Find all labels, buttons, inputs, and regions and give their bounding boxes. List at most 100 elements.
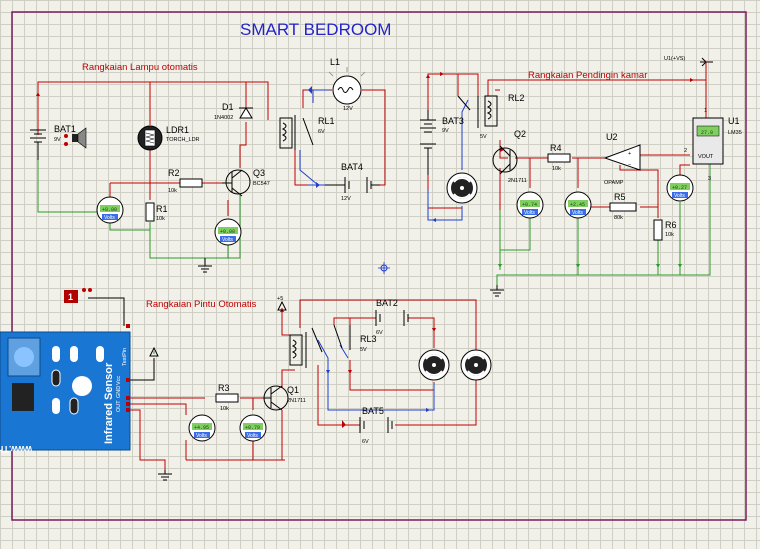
d1-ref: D1 <box>222 102 234 112</box>
u2-ref: U2 <box>606 132 618 142</box>
sheet-border <box>11 11 747 521</box>
voltmeter-door-1[interactable] <box>188 414 216 442</box>
temperature-sensor-u1[interactable] <box>692 117 724 165</box>
r4-value: 10k <box>552 166 561 172</box>
vm-cool1-unit: Volts <box>524 210 535 216</box>
voltmeter-door-2[interactable] <box>239 414 267 442</box>
q3-value: BC547 <box>253 181 270 187</box>
voltmeter-lamp-1[interactable] <box>96 196 124 224</box>
r2-value: 10k <box>168 188 177 194</box>
bat1-value: 9V <box>54 137 61 143</box>
cooler-ground-symbol <box>490 285 504 297</box>
vm-lamp2-reading: +0.00 <box>220 229 235 235</box>
transistor-q1[interactable] <box>263 385 289 411</box>
vm-cool1-reading: +0.74 <box>522 202 537 208</box>
sensor-pin-out: OUT <box>116 400 122 412</box>
lamp-circuit-wires <box>37 81 386 259</box>
battery-bat5[interactable] <box>359 417 393 433</box>
voltmeter-cooler-2[interactable] <box>564 191 592 219</box>
opamp-u2[interactable]: + − <box>603 144 641 171</box>
sensor-pin-pads <box>126 324 130 412</box>
door-ground-symbol <box>158 470 172 481</box>
transistor-q3[interactable] <box>222 169 251 197</box>
sensor-pin-gnd: GND <box>116 386 122 398</box>
r1-ref: R1 <box>156 204 168 214</box>
r5-value: 80k <box>614 215 623 221</box>
vm-door2-reading: +0.79 <box>245 425 260 431</box>
ldr1-ref: LDR1 <box>166 125 189 135</box>
bat3-ref: BAT3 <box>442 116 464 126</box>
bat4-ref: BAT4 <box>341 162 363 172</box>
q2-ref: Q2 <box>514 129 526 139</box>
voltmeter-cooler-1[interactable] <box>516 191 544 219</box>
q1-ref: Q1 <box>287 385 299 395</box>
rl2-ref: RL2 <box>508 93 525 103</box>
lamp-bulb-l1[interactable] <box>328 67 366 105</box>
rl1-ref: RL1 <box>318 116 335 126</box>
buzzer-icon <box>64 127 87 149</box>
origin-marker-icon <box>378 262 390 274</box>
vm-cool2-reading: +2.45 <box>570 202 585 208</box>
ldr1-value: TORCH_LDR <box>166 137 200 143</box>
resistor-r1[interactable] <box>145 202 155 222</box>
vm-door1-unit: Volts <box>196 433 207 439</box>
bat5-ref: BAT5 <box>362 406 384 416</box>
battery-bat3[interactable] <box>420 110 436 175</box>
vm-cool2-unit: Volts <box>572 210 583 216</box>
battery-bat4[interactable] <box>325 177 380 193</box>
u1-ref: U1 <box>728 116 740 126</box>
vm-lamp1-reading: +0.00 <box>102 207 117 213</box>
fan-motor-cooler[interactable] <box>446 172 478 204</box>
vm-cool3-unit: Volts <box>674 193 685 199</box>
l1-ref: L1 <box>330 57 340 67</box>
d1-value: 1N4002 <box>214 115 233 121</box>
battery-bat1[interactable] <box>30 129 46 160</box>
resistor-r3[interactable] <box>215 393 239 403</box>
voltmeter-lamp-2[interactable] <box>214 218 242 246</box>
relay-rl1[interactable] <box>279 115 314 150</box>
test-pin-marker[interactable] <box>64 288 92 303</box>
u1-pin1: 1 <box>704 108 707 114</box>
diode-d1[interactable] <box>239 107 253 119</box>
resistor-r6[interactable] <box>653 219 663 241</box>
u1-pin2: 2 <box>684 148 687 154</box>
r3-value: 10k <box>220 406 229 412</box>
bat2-ref: BAT2 <box>376 298 398 308</box>
u1-value: LM35 <box>728 130 742 136</box>
door-circuit-wires <box>88 297 477 470</box>
r2-ref: R2 <box>168 168 180 178</box>
door-motor-2[interactable] <box>460 349 492 381</box>
ldr-sensor-ldr1[interactable] <box>137 125 163 151</box>
rl2-value: 5V <box>480 134 487 140</box>
sensor-website: www.TheEngineeringP <box>0 444 33 454</box>
q1-value: 2N1711 <box>287 398 306 404</box>
q2-value: 2N1711 <box>508 178 527 184</box>
infrared-sensor-board[interactable] <box>0 331 131 451</box>
sensor-pin-vcc: Vcc <box>116 376 122 385</box>
resistor-r2[interactable] <box>179 178 203 188</box>
bat4-value: 12V <box>341 196 351 202</box>
relay-rl3[interactable] <box>289 324 351 368</box>
r4-ref: R4 <box>550 143 562 153</box>
bat3-value: 9V <box>442 128 449 134</box>
voltmeter-cooler-3[interactable] <box>666 174 694 202</box>
battery-bat2[interactable] <box>375 310 409 326</box>
schematic-title: SMART BEDROOM <box>240 20 391 39</box>
u1-lcd-reading: 27.0 <box>701 130 713 136</box>
relay-rl2[interactable] <box>457 95 498 128</box>
vm-lamp1-unit: Volts <box>104 215 115 221</box>
u1-pin3: 3 <box>708 176 711 182</box>
bat2-value: 6V <box>376 330 383 336</box>
r6-value: 10k <box>665 232 674 238</box>
sensor-test-pin-label: TestPin <box>122 348 128 366</box>
resistor-r4[interactable] <box>547 153 571 163</box>
r5-ref: R5 <box>614 192 626 202</box>
bat1-ref: BAT1 <box>54 124 76 134</box>
resistor-r5[interactable] <box>609 202 637 212</box>
u1-supply-label: U1(+VS) <box>664 56 685 62</box>
transistor-q2[interactable] <box>492 145 518 175</box>
door-motor-1[interactable] <box>418 349 450 381</box>
r1-value: 10k <box>156 216 165 222</box>
rail-label: +5 <box>277 296 283 302</box>
